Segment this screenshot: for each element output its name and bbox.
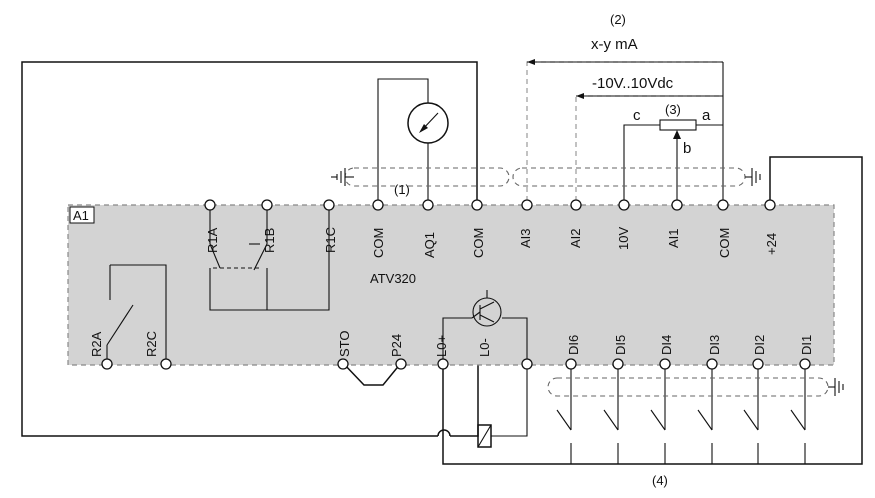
term-label-com-2: COM — [471, 228, 486, 258]
terminal-l0plus — [437, 358, 449, 370]
pot-pin-a: a — [702, 107, 711, 124]
terminal-r1c — [323, 199, 335, 211]
terminal-com-1 — [372, 199, 384, 211]
ground-icon — [331, 168, 346, 186]
outer-loop-wire — [21, 61, 478, 437]
note-3: (3) — [665, 102, 681, 117]
top-terminals — [204, 199, 776, 211]
term-label-r2c: R2C — [144, 331, 159, 357]
term-label-ai1: AI1 — [666, 228, 681, 248]
terminal-aq1 — [422, 199, 434, 211]
term-label-di1: DI1 — [799, 335, 814, 355]
terminal-ai2 — [570, 199, 582, 211]
terminal-plus24 — [764, 199, 776, 211]
pot-pin-b: b — [683, 140, 691, 157]
analog-out-shield — [344, 167, 510, 187]
terminal-10v — [618, 199, 630, 211]
term-label-di6: DI6 — [566, 335, 581, 355]
relay-r2-contact — [106, 264, 167, 362]
relay-r1-contacts — [209, 210, 330, 311]
terminal-l0minus — [521, 358, 533, 370]
note-4: (4) — [652, 473, 668, 488]
terminal-di5 — [612, 358, 624, 370]
a1-label: A1 — [73, 208, 89, 223]
terminal-p24 — [395, 358, 407, 370]
terminal-r2c — [160, 358, 172, 370]
term-label-10v: 10V — [616, 227, 631, 250]
term-label-com-3: COM — [717, 228, 732, 258]
model-label: ATV320 — [370, 271, 416, 286]
switch-icon — [556, 365, 806, 464]
term-label-sto: STO — [337, 331, 352, 358]
terminal-di6 — [565, 358, 577, 370]
sto-p24-jumper — [342, 362, 402, 386]
term-label-r1c: R1C — [323, 227, 338, 253]
terminal-r1b — [261, 199, 273, 211]
pot-pin-c: c — [633, 107, 641, 124]
term-label-ai2: AI2 — [568, 228, 583, 248]
plus24-supply-wire — [442, 156, 863, 465]
term-label-p24: P24 — [389, 334, 404, 357]
note-2: (2) — [610, 12, 626, 27]
terminal-di2 — [752, 358, 764, 370]
term-label-aq1: AQ1 — [422, 232, 437, 258]
terminal-com-2 — [471, 199, 483, 211]
analog-input-wiring — [526, 59, 724, 210]
terminal-di3 — [706, 358, 718, 370]
note-1: (1) — [394, 182, 410, 197]
terminal-r2a — [101, 358, 113, 370]
voltage-signal-label: -10V..10Vdc — [592, 75, 674, 92]
analog-in-shield — [512, 167, 761, 187]
term-label-plus24: +24 — [764, 233, 779, 255]
terminal-com-3 — [717, 199, 729, 211]
analog-meter-icon — [377, 78, 449, 210]
term-label-l0minus: L0- — [477, 338, 492, 357]
terminal-ai3 — [521, 199, 533, 211]
term-label-r1a: R1A — [205, 227, 220, 253]
transistor-output-icon — [442, 290, 528, 362]
outer-loop-wire-end — [450, 356, 479, 437]
current-signal-label: x-y mA — [591, 36, 638, 53]
term-label-di5: DI5 — [613, 335, 628, 355]
relay-coil-icon — [477, 365, 528, 448]
term-label-di2: DI2 — [752, 335, 767, 355]
drive-body — [67, 204, 835, 366]
term-label-di4: DI4 — [659, 335, 674, 355]
term-label-r2a: R2A — [89, 331, 104, 357]
term-label-ai3: AI3 — [518, 228, 533, 248]
a1-tag — [69, 206, 95, 224]
term-label-com-1: COM — [371, 228, 386, 258]
terminal-di1 — [799, 358, 811, 370]
terminal-ai1 — [671, 199, 683, 211]
digital-in-shield — [547, 377, 844, 397]
term-label-di3: DI3 — [707, 335, 722, 355]
terminal-di4 — [659, 358, 671, 370]
terminal-sto — [337, 358, 349, 370]
term-label-l0plus: L0+ — [434, 335, 449, 357]
bottom-terminals — [101, 358, 811, 370]
loop-crossover — [437, 429, 451, 437]
terminal-r1a — [204, 199, 216, 211]
